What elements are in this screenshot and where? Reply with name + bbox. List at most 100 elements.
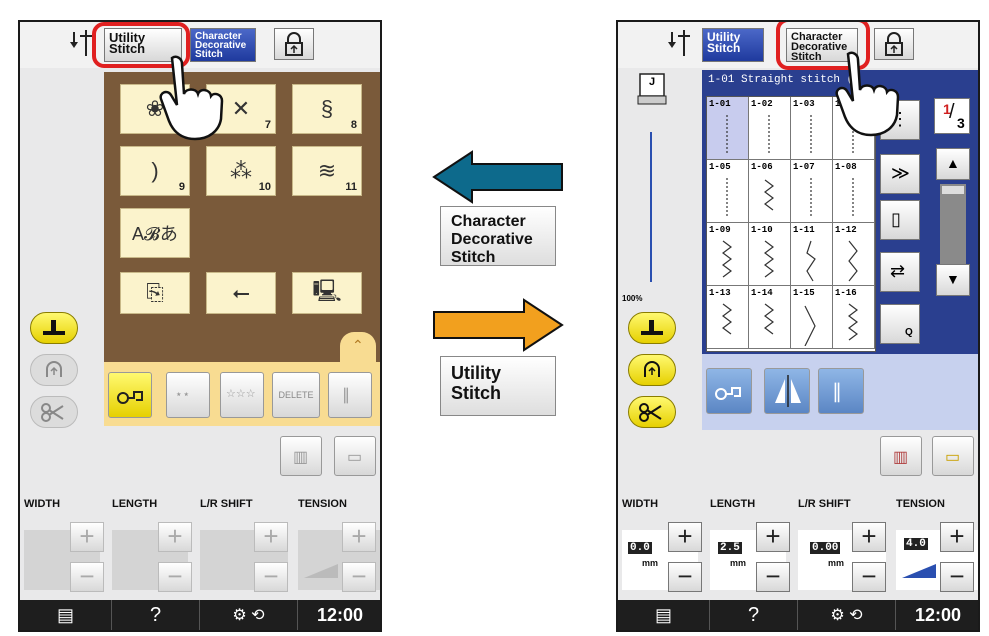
category-tile-11[interactable]: ≋11	[292, 146, 362, 196]
thread-cutter-up-button[interactable]	[628, 354, 676, 386]
width-label: WIDTH	[24, 498, 61, 510]
applique-stitch-icon: )	[151, 158, 159, 183]
font-tile[interactable]: A𝓑あ	[120, 208, 190, 258]
scroll-up-button[interactable]: ▲	[936, 148, 970, 180]
length-label: LENGTH	[710, 498, 756, 510]
page-total: 3	[957, 115, 965, 131]
chevron-up-icon: ⌃	[352, 337, 364, 353]
stitch-cell[interactable]: 1-08	[833, 160, 875, 223]
manual-button[interactable]: ▥	[880, 436, 922, 476]
lock-button[interactable]	[874, 28, 914, 60]
stitch-mode-button-3[interactable]: ▯	[880, 200, 920, 240]
tab-bar: Utility Stitch Character Decorative Stit…	[20, 22, 380, 68]
cross-pattern-icon: ⁂	[230, 158, 252, 183]
lr-shift-plus-button[interactable]: +	[852, 522, 886, 552]
stitch-pattern-icon	[768, 115, 770, 155]
lr-shift-plus-button: +	[254, 522, 288, 552]
category-tile-9[interactable]: )9	[120, 146, 190, 196]
reverse-stitch-icon: ⇄	[890, 261, 906, 281]
stitch-pattern-icon	[810, 115, 812, 155]
document-button[interactable]: ▤	[618, 600, 710, 630]
tab-utility-stitch[interactable]: Utility Stitch	[104, 28, 182, 62]
tension-value: 4.0	[904, 538, 928, 550]
presser-foot-button[interactable]	[628, 312, 676, 344]
pocket-button[interactable]: ▭	[932, 436, 974, 476]
lr-shift-value: 0.00	[810, 542, 841, 554]
twin-needle-button[interactable]: ∥	[818, 368, 864, 414]
document-icon: ▤	[56, 604, 74, 625]
lock-button[interactable]	[274, 28, 314, 60]
stitch-cell[interactable]: 1-03	[791, 97, 833, 160]
scroll-down-button[interactable]: ▼	[936, 264, 970, 296]
length-minus-button[interactable]: −	[756, 562, 790, 592]
pc-button[interactable]: 🖳	[292, 272, 362, 314]
satin-stitch-icon: §	[320, 96, 334, 121]
stitch-cell[interactable]: 1-11	[791, 223, 833, 286]
thread-button[interactable]	[706, 368, 752, 414]
font-sample: A𝓑あ	[132, 224, 178, 244]
width-plus-button[interactable]: +	[668, 522, 702, 552]
quilting-button[interactable]: Q	[880, 304, 920, 344]
tab-character-decorative-stitch[interactable]: Character Decorative Stitch	[786, 28, 858, 62]
scrollbar-thumb[interactable]	[942, 186, 964, 194]
stitch-pattern-icon	[810, 178, 812, 218]
twin-needle-button: ∥	[328, 372, 372, 418]
stitch-zigzag-icon: ≫	[891, 163, 910, 183]
stitch-pattern-icon	[804, 305, 816, 346]
needle-position-icon	[70, 30, 92, 56]
stitch-pattern-icon	[764, 240, 774, 278]
stitch-mode-button-4[interactable]: ⇄	[880, 252, 920, 292]
page-indicator: 1 / 3	[934, 98, 970, 134]
stitch-mode-button-2[interactable]: ≫	[880, 154, 920, 194]
hand-pointer-icon	[835, 51, 900, 137]
stitch-cell[interactable]: 1-10	[749, 223, 791, 286]
tension-level-icon	[304, 564, 338, 578]
pocket-memory-button[interactable]: ⎘	[120, 272, 190, 314]
utility-stitch-caption: Utility Stitch	[440, 356, 556, 416]
length-plus-button[interactable]: +	[756, 522, 790, 552]
settings-button[interactable]: ⚙ ⟲	[798, 600, 896, 630]
stitch-cell[interactable]: 1-16	[833, 286, 875, 349]
stitch-cell[interactable]: 1-06	[749, 160, 791, 223]
stitch-cell[interactable]: 1-01	[707, 97, 749, 160]
stitch-code: 1-03	[793, 99, 815, 109]
stitch-cell[interactable]: 1-09	[707, 223, 749, 286]
settings-button[interactable]: ⚙ ⟲	[200, 600, 298, 630]
scrollbar-track[interactable]	[940, 184, 966, 268]
stitch-cell[interactable]: 1-14	[749, 286, 791, 349]
book-icon: ▥	[293, 449, 309, 466]
stitch-cell[interactable]: 1-05	[707, 160, 749, 223]
highlight-ring	[92, 22, 190, 68]
stitch-cell[interactable]: 1-13	[707, 286, 749, 349]
stitch-preview-line	[650, 132, 652, 282]
pocket-icon: ▭	[347, 449, 363, 466]
mirror-button[interactable]	[764, 368, 810, 414]
spacing-button: ⋆⋆	[166, 372, 210, 418]
category-tile-10[interactable]: ⁂10	[206, 146, 276, 196]
zoom-label: 100%	[622, 294, 643, 303]
stitch-grid: 1-011-021-031-041-051-061-071-081-091-10…	[706, 96, 876, 352]
expand-tab[interactable]: ⌃	[340, 332, 376, 362]
usb-button[interactable]: ⭠	[206, 272, 276, 314]
stitch-cell[interactable]: 1-07	[791, 160, 833, 223]
thread-button[interactable]	[108, 372, 152, 418]
width-minus-button[interactable]: −	[668, 562, 702, 592]
stitch-code: 1-07	[793, 162, 815, 172]
tab-character-decorative-stitch[interactable]: Character Decorative Stitch	[190, 28, 256, 62]
stitch-pattern-icon	[726, 115, 728, 155]
stitch-cell[interactable]: 1-15	[791, 286, 833, 349]
stitch-cell[interactable]: 1-02	[749, 97, 791, 160]
lr-shift-minus-button[interactable]: −	[852, 562, 886, 592]
tab-utility-stitch[interactable]: Utility Stitch	[702, 28, 764, 62]
tension-plus-button[interactable]: +	[940, 522, 974, 552]
help-button[interactable]: ?	[710, 600, 798, 630]
scissors-button[interactable]	[628, 396, 676, 428]
help-button[interactable]: ?	[112, 600, 200, 630]
stitch-cell[interactable]: 1-12	[833, 223, 875, 286]
stitch-code: 1-09	[709, 225, 731, 235]
document-button[interactable]: ▤	[20, 600, 112, 630]
category-tile-8[interactable]: §8	[292, 84, 362, 134]
tension-minus-button[interactable]: −	[940, 562, 974, 592]
page-slash: /	[949, 101, 955, 123]
presser-foot-button[interactable]	[30, 312, 78, 344]
